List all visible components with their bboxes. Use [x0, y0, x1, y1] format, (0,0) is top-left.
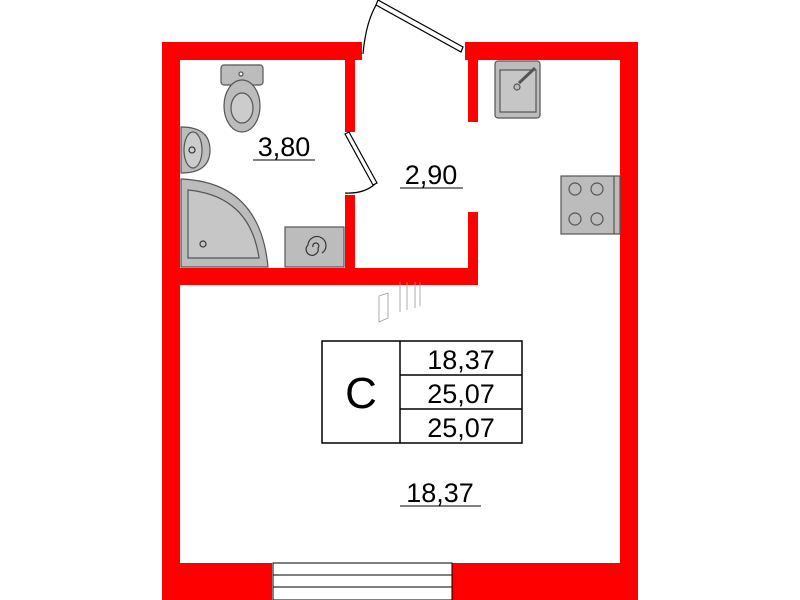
total-area-value: 25,07	[427, 379, 495, 409]
stove-icon	[560, 175, 621, 235]
door-icon[interactable]	[362, 0, 464, 55]
toilet-icon	[220, 64, 264, 133]
sink-icon	[180, 126, 211, 174]
shower-icon	[180, 178, 269, 268]
hallway-area-label: 2,90	[405, 160, 458, 190]
door-icon[interactable]	[344, 131, 378, 194]
bathroom-area-label: 3,80	[258, 132, 311, 162]
apartment-type: С	[345, 369, 377, 418]
living-area-label: 18,37	[406, 478, 474, 508]
window-icon	[272, 562, 453, 600]
kitchen-sink-icon	[494, 60, 541, 119]
living-area-value: 18,37	[427, 345, 495, 375]
total-area-with-balcony-value: 25,07	[427, 413, 495, 443]
vent-mark	[378, 282, 421, 323]
area-summary-table	[321, 340, 523, 444]
walls	[162, 42, 638, 600]
boiler-icon	[284, 226, 345, 268]
